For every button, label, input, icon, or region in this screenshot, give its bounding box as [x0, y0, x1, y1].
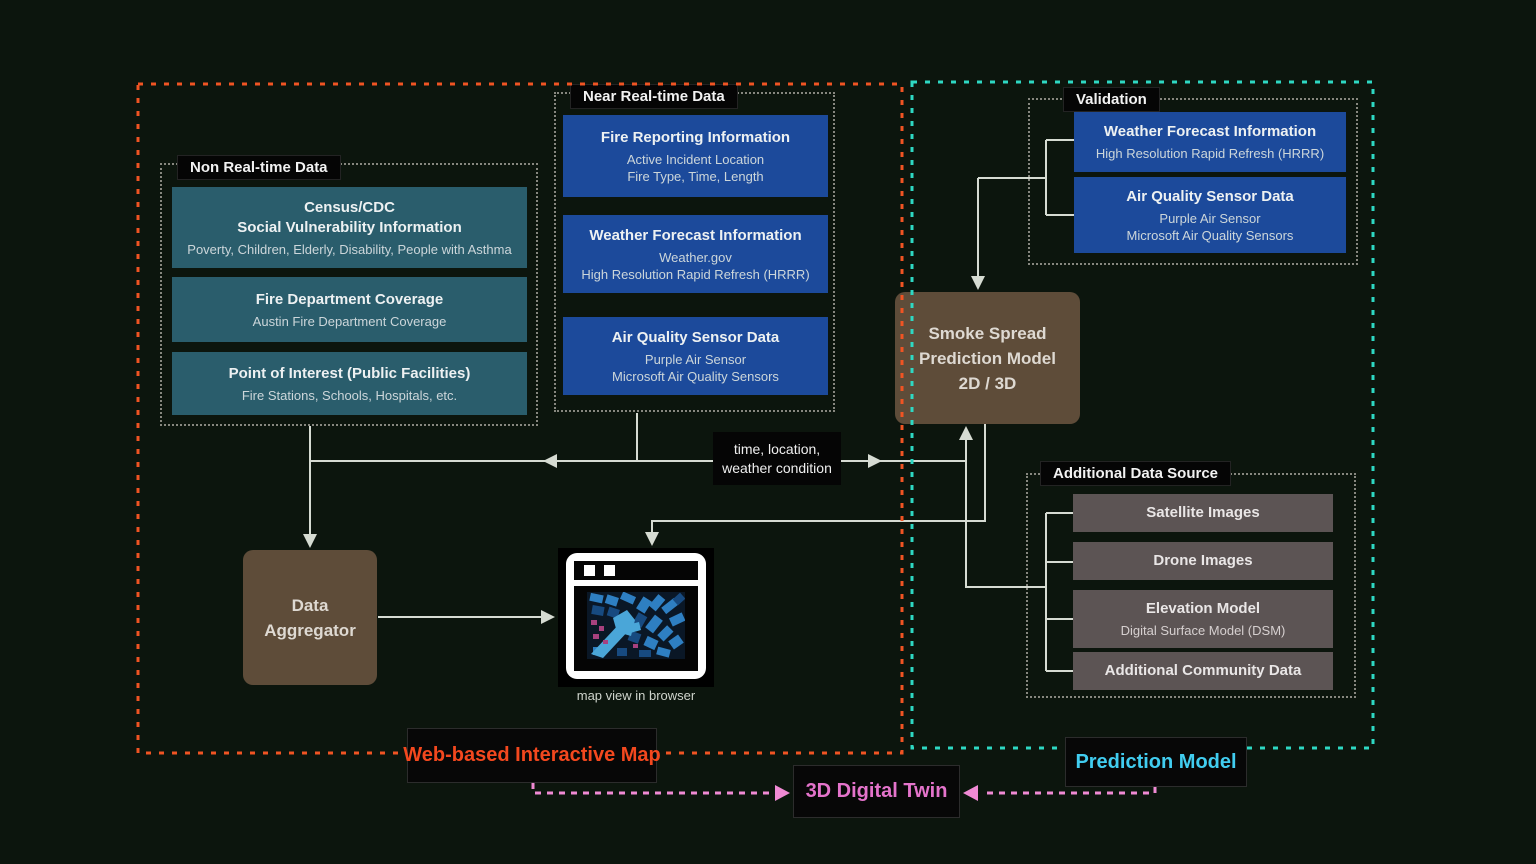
- browser-button-icon: [584, 565, 595, 576]
- box-title: Point of Interest (Public Facilities): [228, 364, 471, 382]
- box-point-of-interest: Point of Interest (Public Facilities) Fi…: [172, 352, 527, 415]
- section-label-text: Additional Data Source: [1053, 465, 1219, 482]
- label-text: Prediction Model: [1075, 750, 1237, 773]
- box-validation-air-quality: Air Quality Sensor Data Purple Air Senso…: [1074, 177, 1346, 253]
- edge-label-time-location-weather: time, location, weather condition: [713, 432, 841, 485]
- box-title: Air Quality Sensor Data: [611, 328, 780, 346]
- box-title: Satellite Images: [1146, 504, 1260, 521]
- section-label-additional: Additional Data Source: [1040, 461, 1232, 486]
- box-subtitle: Digital Surface Model (DSM): [1120, 623, 1286, 638]
- section-label-text: Validation: [1076, 91, 1147, 108]
- edge-label-text: time, location, weather condition: [722, 440, 832, 476]
- box-title: Weather Forecast Information: [589, 226, 802, 244]
- section-label-text: Near Real-time Data: [583, 88, 725, 105]
- label-3d-digital-twin: 3D Digital Twin: [793, 765, 960, 818]
- box-subtitle: Fire Stations, Schools, Hospitals, etc.: [241, 387, 458, 403]
- box-satellite-images: Satellite Images: [1073, 494, 1333, 532]
- browser-titlebar: [574, 561, 698, 580]
- box-subtitle: Weather.gov High Resolution Rapid Refres…: [581, 249, 810, 282]
- section-label-non-realtime: Non Real-time Data: [177, 155, 341, 180]
- box-title: Drone Images: [1153, 552, 1253, 569]
- box-subtitle: Purple Air Sensor Microsoft Air Quality …: [1126, 210, 1294, 243]
- label-text: 3D Digital Twin: [805, 780, 948, 802]
- browser-button-icon: [604, 565, 615, 576]
- browser-content: [574, 586, 698, 671]
- box-validation-weather: Weather Forecast Information High Resolu…: [1074, 112, 1346, 172]
- box-title: Air Quality Sensor Data: [1126, 187, 1294, 205]
- box-drone-images: Drone Images: [1073, 542, 1333, 580]
- box-air-quality-sensor: Air Quality Sensor Data Purple Air Senso…: [563, 317, 828, 395]
- box-subtitle: High Resolution Rapid Refresh (HRRR): [1095, 146, 1325, 161]
- box-title: Census/CDC Social Vulnerability Informat…: [237, 198, 462, 236]
- box-fire-dept-coverage: Fire Department Coverage Austin Fire Dep…: [172, 277, 527, 342]
- browser-caption-text: map view in browser: [576, 688, 696, 703]
- box-title: Fire Reporting Information: [600, 128, 791, 146]
- box-subtitle: Austin Fire Department Coverage: [252, 313, 447, 329]
- label-text: Web-based Interactive Map: [403, 744, 661, 766]
- browser-window-icon: [558, 548, 714, 687]
- section-label-near-realtime: Near Real-time Data: [570, 84, 738, 109]
- box-subtitle: Active Incident Location Fire Type, Time…: [626, 151, 765, 184]
- node-data-aggregator: Data Aggregator: [243, 550, 377, 685]
- box-additional-community-data: Additional Community Data: [1073, 652, 1333, 690]
- node-title: Smoke Spread Prediction Model 2D / 3D: [919, 323, 1056, 393]
- section-label-text: Non Real-time Data: [190, 159, 328, 176]
- box-elevation-model: Elevation Model Digital Surface Model (D…: [1073, 590, 1333, 648]
- section-label-validation: Validation: [1063, 87, 1160, 112]
- map-thumbnail: [587, 592, 685, 659]
- browser-caption: map view in browser: [552, 688, 720, 703]
- box-title: Additional Community Data: [1104, 662, 1302, 679]
- box-weather-forecast: Weather Forecast Information Weather.gov…: [563, 215, 828, 293]
- node-smoke-spread-prediction-model: Smoke Spread Prediction Model 2D / 3D: [895, 292, 1080, 424]
- box-subtitle: Purple Air Sensor Microsoft Air Quality …: [612, 351, 779, 384]
- box-title: Elevation Model: [1145, 600, 1261, 617]
- box-subtitle: Poverty, Children, Elderly, Disability, …: [187, 241, 512, 257]
- browser-frame: [566, 553, 706, 679]
- node-title: Data Aggregator: [264, 595, 356, 640]
- label-web-based-interactive-map: Web-based Interactive Map: [403, 728, 661, 783]
- box-census-svi: Census/CDC Social Vulnerability Informat…: [172, 187, 527, 268]
- box-title: Fire Department Coverage: [255, 290, 444, 308]
- box-fire-reporting: Fire Reporting Information Active Incide…: [563, 115, 828, 197]
- box-title: Weather Forecast Information: [1103, 123, 1317, 140]
- label-prediction-model: Prediction Model: [1065, 737, 1247, 787]
